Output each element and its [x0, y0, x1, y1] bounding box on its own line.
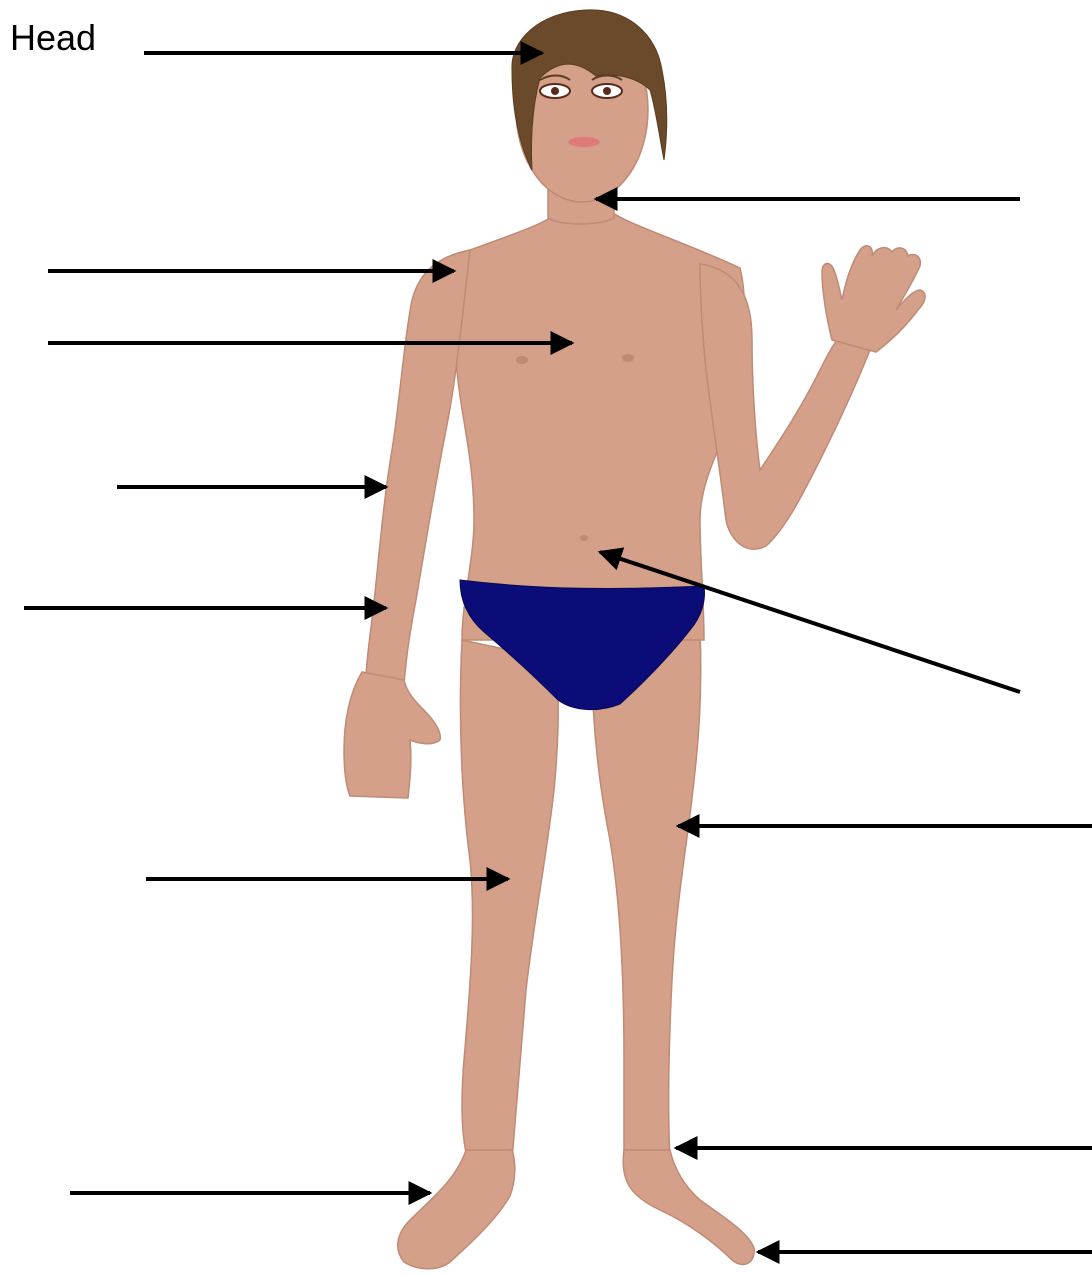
label-head: Head	[10, 20, 96, 56]
left-leg	[460, 640, 558, 1160]
left-arm	[366, 250, 470, 684]
navel	[580, 535, 588, 541]
right-hand	[822, 246, 925, 352]
lips	[568, 137, 600, 147]
left-foot	[398, 1150, 515, 1269]
right-foot	[623, 1150, 754, 1264]
right-leg	[592, 630, 701, 1160]
left-hand	[344, 672, 440, 798]
